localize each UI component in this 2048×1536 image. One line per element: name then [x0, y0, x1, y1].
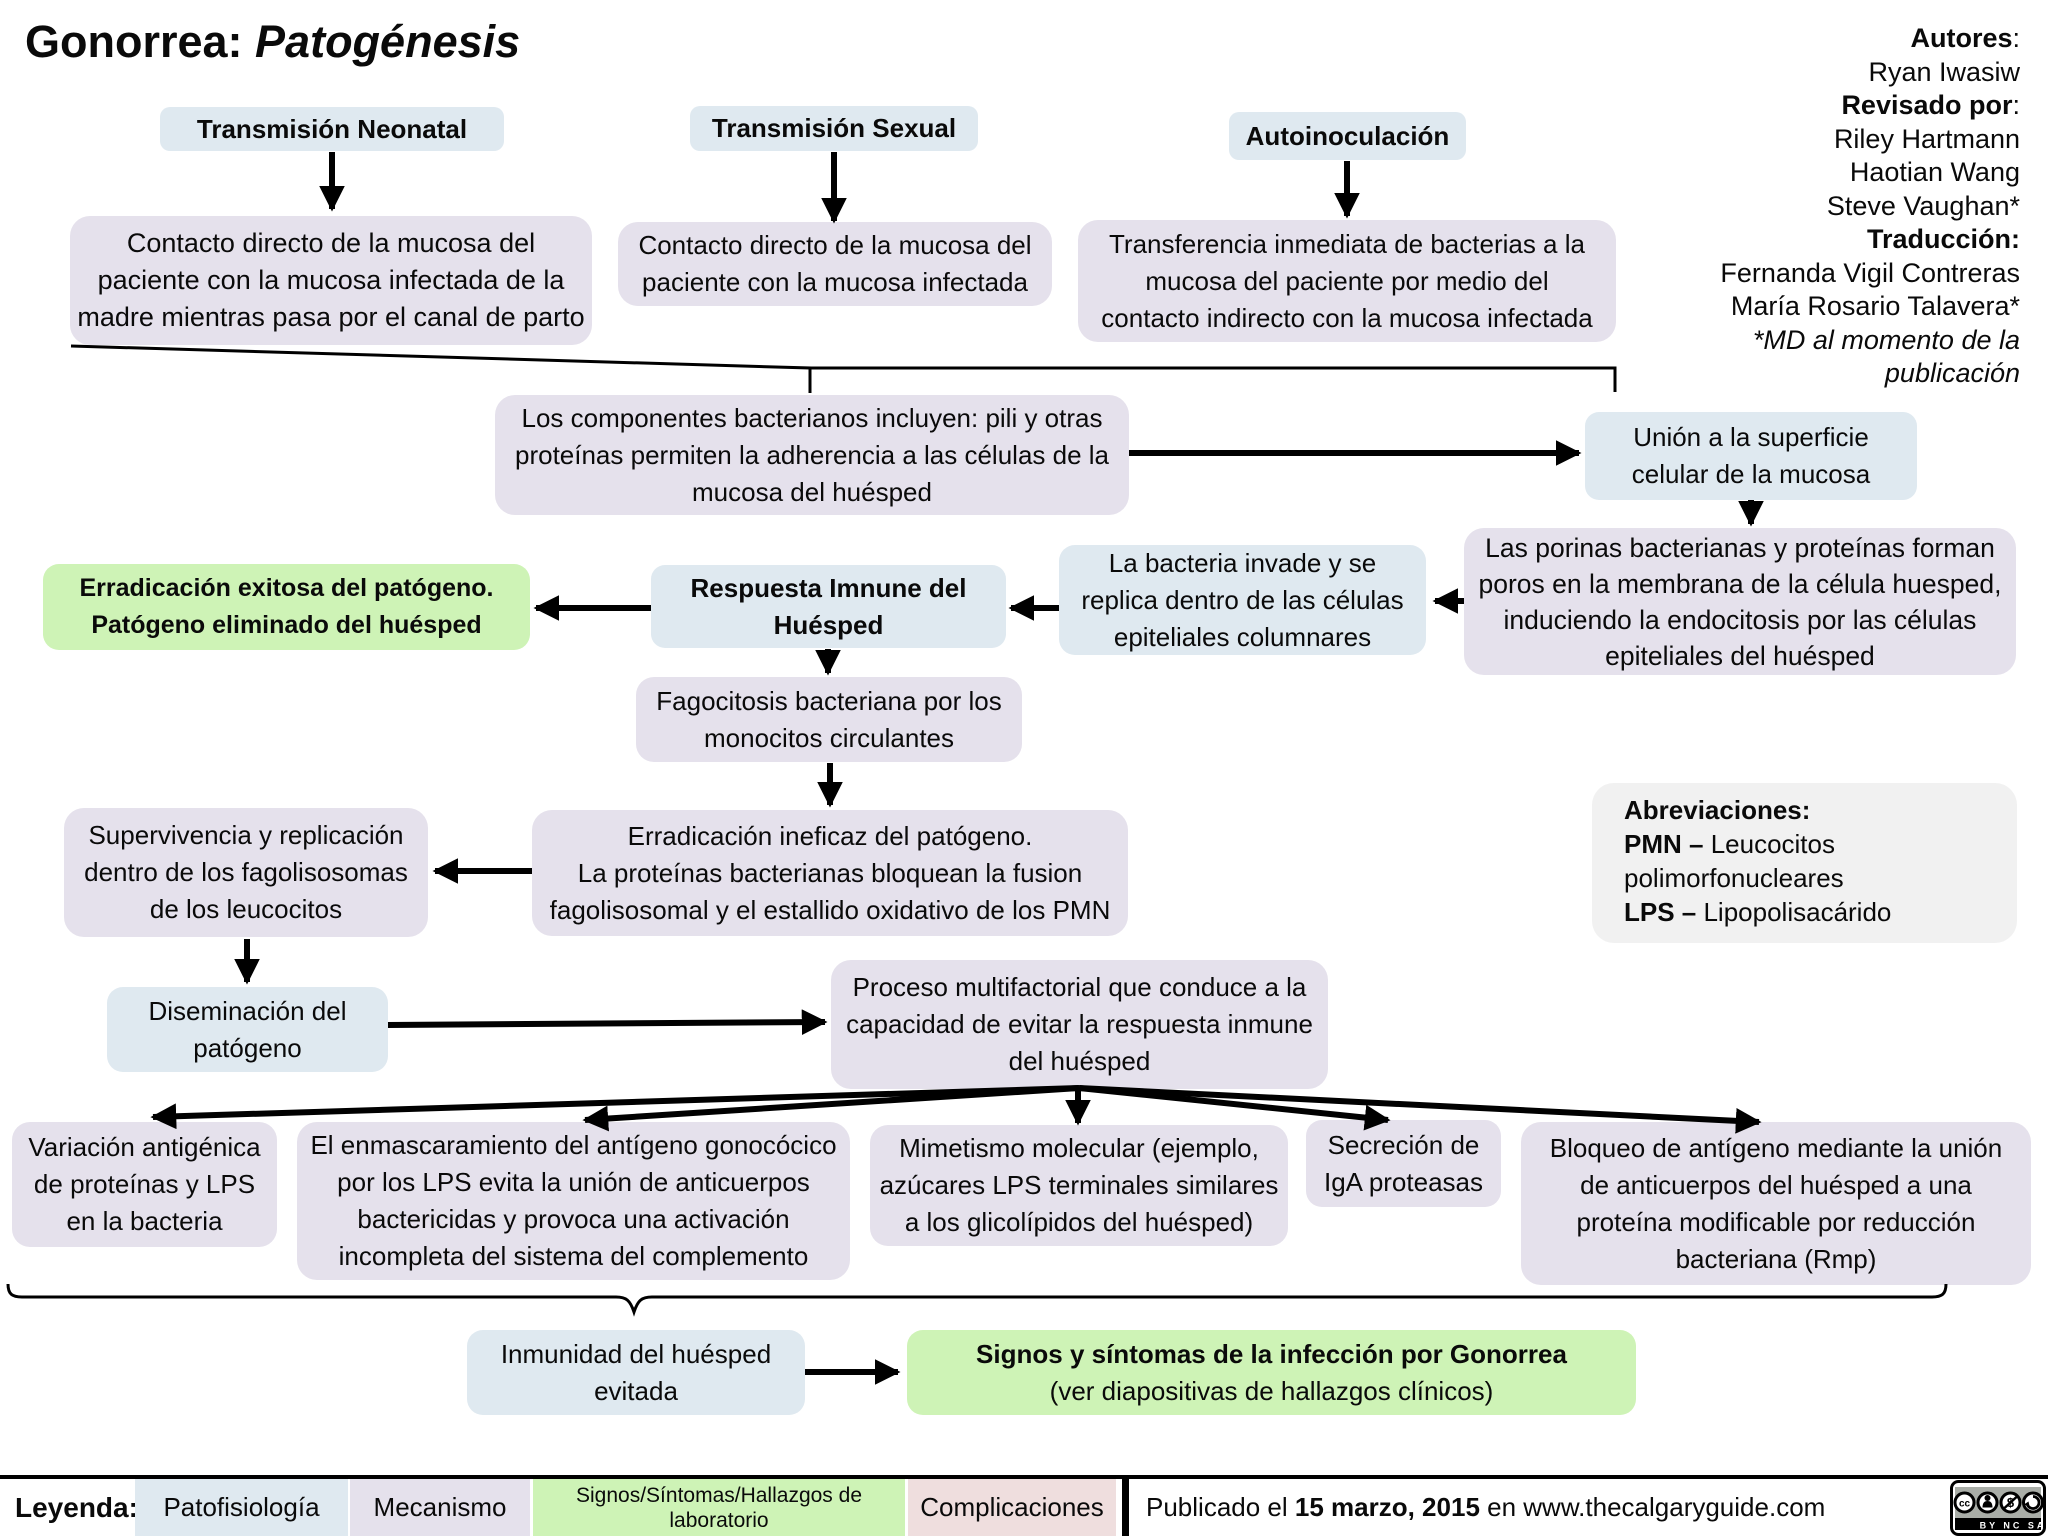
svg-text:BY NC SA: BY NC SA	[1980, 1521, 2046, 1531]
svg-text:cc: cc	[1959, 1499, 1971, 1510]
